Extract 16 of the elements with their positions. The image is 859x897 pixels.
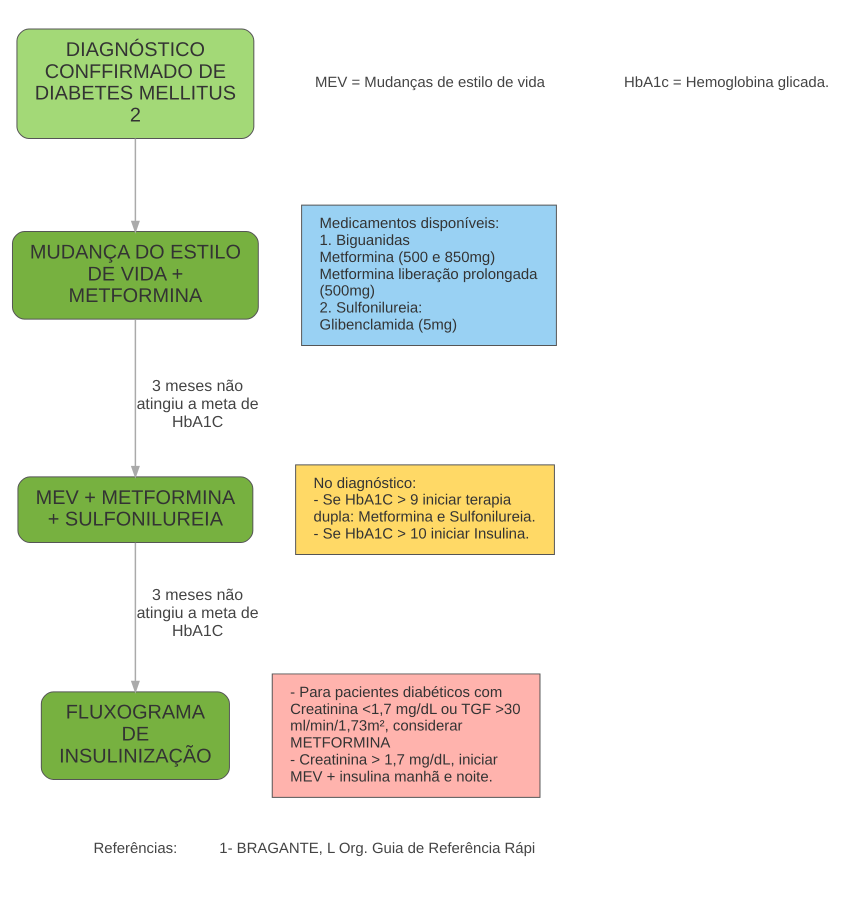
node-box: Medicamentos disponíveis: 1. Biguanidas Metformina (500 e 850mg) Metformina liberação prolongada (500mg) 2. Sulfonilureia: Glibenclamida (5mg) xyxy=(301,204,557,346)
node-box: MUDANÇA DO ESTILO DE VIDA + METFORMINA xyxy=(12,230,259,320)
node-box: FLUXOGRAMA DE INSULINIZAÇÃO xyxy=(40,690,230,780)
node-box: DIAGNÓSTICO CONFFIRMADO DE DIABETES MELLITUS 2 xyxy=(16,28,254,138)
label: MEV = Mudanças de estilo de vida xyxy=(315,74,545,91)
arrow xyxy=(130,542,140,694)
node-box: - Para pacientes diabéticos com Creatinina <1,7 mg/dL ou TGF >30 ml/min/1,73m², considerar METFORMINA - Creatinina > 1,7 mg/dL, iniciar MEV + insulina manhã e noite. xyxy=(272,672,540,798)
node-box: No diagnóstico: - Se HbA1C > 9 iniciar terapia dupla: Metformina e Sulfonilureia. - Se HbA1C > 10 iniciar Insulina. xyxy=(295,464,555,554)
arrow xyxy=(130,138,140,234)
arrow xyxy=(130,318,140,478)
edge-label: 3 meses não atingiu a meta de HbA1C xyxy=(136,586,259,640)
label: 1- BRAGANTE, L Org. Guia de Referência Rápi xyxy=(219,840,536,857)
edge-label: 3 meses não atingiu a meta de HbA1C xyxy=(136,378,259,430)
label: Referências: xyxy=(94,840,178,857)
label: HbA1c = Hemoglobina glicada. xyxy=(624,74,830,91)
node-box: MEV + METFORMINA + SULFONILUREIA xyxy=(17,476,254,543)
